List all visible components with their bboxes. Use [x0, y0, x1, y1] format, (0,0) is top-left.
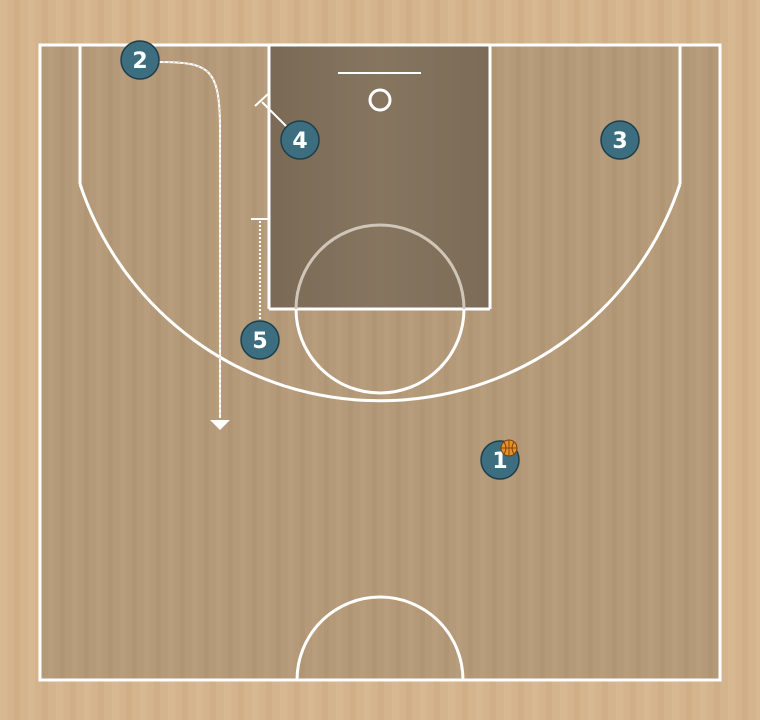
rim	[368, 88, 392, 112]
player-label: 2	[132, 49, 147, 74]
cut-path-player-2	[157, 61, 230, 430]
player-label: 4	[292, 129, 307, 154]
player-3: 3	[600, 120, 640, 160]
paint-area	[269, 45, 490, 309]
player-4: 4	[280, 120, 320, 160]
arrowhead-icon	[210, 420, 230, 430]
player-5: 5	[240, 320, 280, 360]
player-marker	[600, 120, 640, 160]
free-throw-circle-bottom	[294, 308, 466, 395]
player-label: 3	[612, 129, 627, 154]
player-marker	[120, 40, 160, 80]
player-2: 2	[120, 40, 160, 80]
screen-path-player-5	[251, 218, 269, 323]
basketball-icon	[500, 439, 518, 457]
player-label: 5	[252, 329, 267, 354]
player-label: 1	[492, 449, 507, 474]
center-circle	[295, 595, 465, 681]
three-point-arc	[78, 183, 682, 403]
player-marker	[240, 320, 280, 360]
court-boundary	[38, 43, 722, 682]
free-throw-circle-top	[294, 223, 466, 310]
players-layer: 1 2 3 4 5	[120, 40, 640, 480]
screen-path-player-4	[254, 93, 289, 129]
player-marker	[280, 120, 320, 160]
player-1: 1	[480, 439, 520, 480]
screen-bar-icon	[254, 93, 269, 107]
